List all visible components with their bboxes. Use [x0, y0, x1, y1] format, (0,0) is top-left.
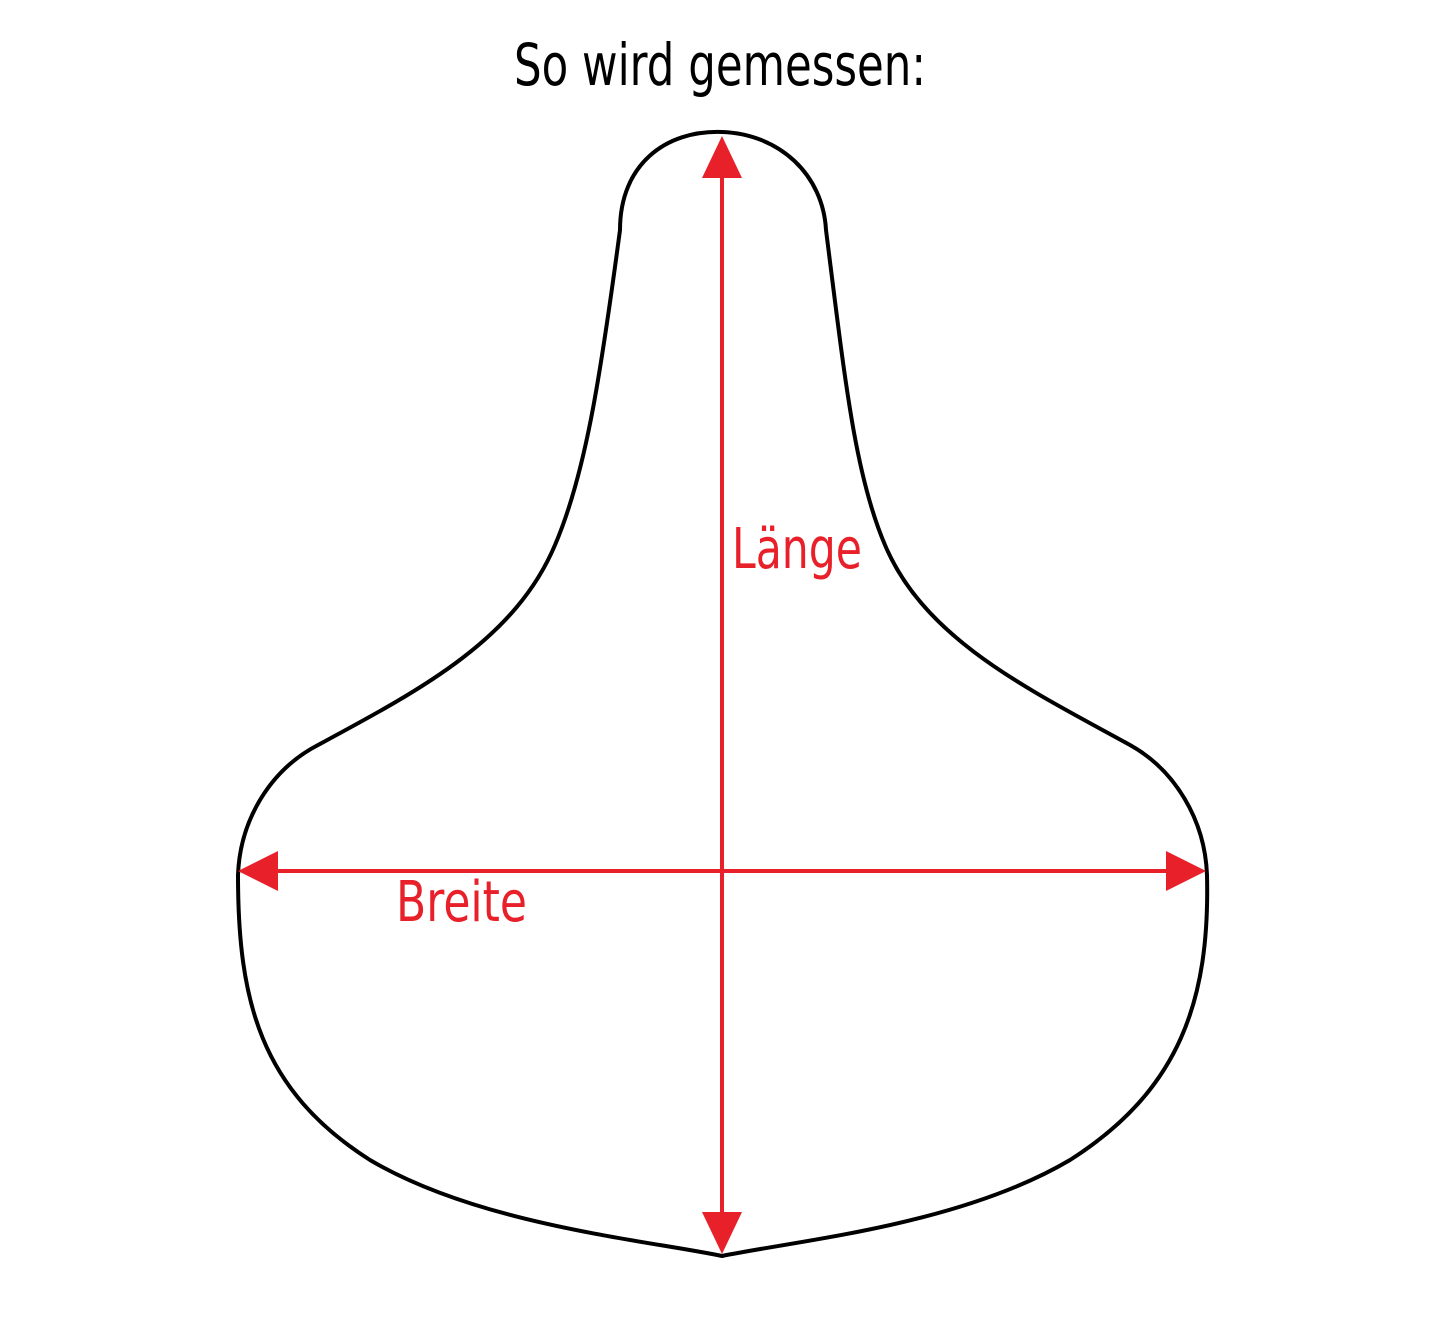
- length-arrow-head-bottom: [702, 1212, 742, 1254]
- saddle-outline: [236, 129, 1210, 1258]
- length-arrow-head-top: [702, 136, 742, 178]
- width-arrow-head-right: [1166, 851, 1206, 891]
- width-label: Breite: [396, 870, 527, 935]
- width-arrow-head-left: [238, 851, 278, 891]
- page-title: So wird gemessen:: [514, 31, 926, 99]
- length-arrow: [702, 136, 742, 1254]
- length-label: Länge: [732, 517, 862, 582]
- width-arrow: [238, 851, 1206, 891]
